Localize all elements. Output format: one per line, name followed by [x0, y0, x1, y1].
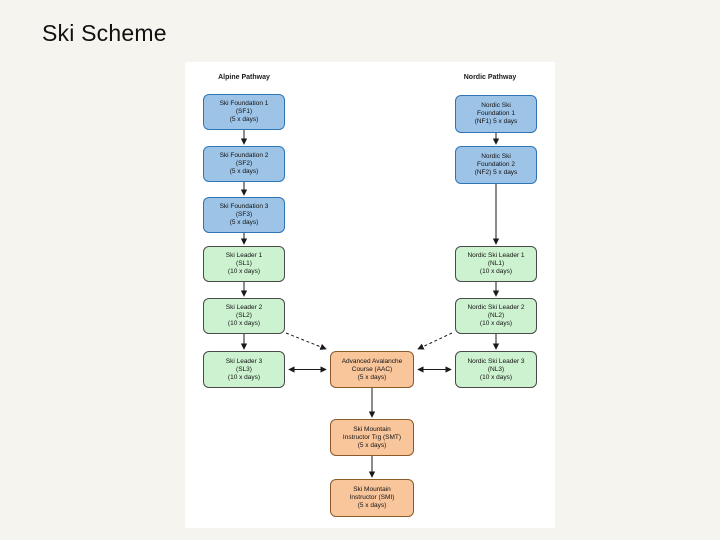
node-label-line: (10 x days) [227, 373, 261, 381]
node-label-line: Nordic Ski [481, 102, 511, 109]
node-label-line: (5 x days) [357, 441, 387, 449]
node-label-line: (10 x days) [479, 268, 513, 275]
node-label-line: (5 x days) [357, 502, 387, 509]
node-label-line: Nordic Ski Leader 1 [467, 252, 525, 259]
node-label-line: (10 x days) [479, 373, 513, 381]
node-label-line: (5 x days) [229, 219, 259, 226]
node-label-line: Ski Foundation 2 [219, 152, 269, 159]
node-label-line: Foundation 1 [477, 110, 515, 117]
node-label-line: Ski Foundation 1 [219, 100, 269, 107]
diagram-panel: Alpine Pathway Nordic Pathway Ski Founda… [185, 62, 555, 528]
node-label-line: Course (AAC) [351, 365, 393, 373]
node-label-line: (SF3) [235, 211, 253, 218]
node-label-line: (SF1) [235, 108, 253, 115]
node-ski-foundation-2: Ski Foundation 2(SF2)(5 x days) [203, 146, 285, 182]
dashed-arrow-sl2-aac [285, 332, 327, 350]
node-ski-leader-2: Ski Leader 2(SL2)(10 x days) [203, 298, 285, 334]
node-label-line: Nordic Ski Leader 3 [467, 357, 525, 365]
node-ski-leader-1: Ski Leader 1(SL1)(10 x days) [203, 246, 285, 282]
node-label-line: (10 x days) [227, 268, 261, 275]
node-label-line: Foundation 2 [477, 161, 515, 168]
node-label-line: Ski Foundation 3 [219, 203, 269, 210]
node-label-line: (5 x days) [229, 168, 259, 175]
node-label-line: (5 x days) [229, 116, 259, 123]
alpine-pathway-header: Alpine Pathway [218, 74, 270, 81]
node-label-line: (SL1) [236, 260, 252, 267]
node-nordic-ski-leader-3: Nordic Ski Leader 3(NL3)(10 x days) [455, 351, 537, 388]
dashed-arrow-nl2-aac [417, 332, 453, 350]
node-label-line: (10 x days) [479, 320, 513, 327]
node-label-line: (NL1) [487, 260, 505, 267]
connector-layer [240, 130, 500, 478]
node-ski-foundation-3: Ski Foundation 3(SF3)(5 x days) [203, 197, 285, 233]
node-label-line: Ski Leader 3 [225, 357, 263, 365]
nordic-pathway-header: Nordic Pathway [463, 74, 517, 81]
node-label-line: Nordic Ski [481, 153, 511, 160]
node-label-line: (SL2) [236, 312, 252, 319]
node-label-line: Advanced Avalanche [341, 357, 403, 365]
node-ski-leader-3: Ski Leader 3(SL3)(10 x days) [203, 351, 285, 388]
node-label-line: Ski Leader 2 [225, 304, 263, 311]
node-label-line: (SL3) [236, 365, 252, 373]
node-label-line: (SF2) [235, 160, 253, 167]
node-label-line: Instructor (SMI) [349, 494, 395, 501]
node-label-line: (NF2) 5 x days [474, 169, 518, 176]
node-label-line: Nordic Ski Leader 2 [467, 304, 525, 311]
node-label-line: (5 x days) [357, 373, 387, 381]
node-label-line: (NL3) [487, 365, 505, 373]
node-label-line: Ski Leader 1 [225, 252, 263, 259]
node-label-line: Instructor Trg (SMT) [342, 433, 402, 441]
page-title: Ski Scheme [42, 20, 167, 46]
node-label-line: Ski Mountain [353, 425, 391, 433]
node-label-line: (NF1) 5 x days [474, 118, 518, 125]
node-nordic-ski-leader-2: Nordic Ski Leader 2(NL2)(10 x days) [455, 298, 537, 334]
node-label-line: Ski Mountain [353, 486, 391, 493]
node-label-line: (10 x days) [227, 320, 261, 327]
node-nordic-ski-leader-1: Nordic Ski Leader 1(NL1)(10 x days) [455, 246, 537, 282]
node-ski-foundation-1: Ski Foundation 1(SF1)(5 x days) [203, 94, 285, 130]
node-label-line: (NL2) [487, 312, 505, 319]
